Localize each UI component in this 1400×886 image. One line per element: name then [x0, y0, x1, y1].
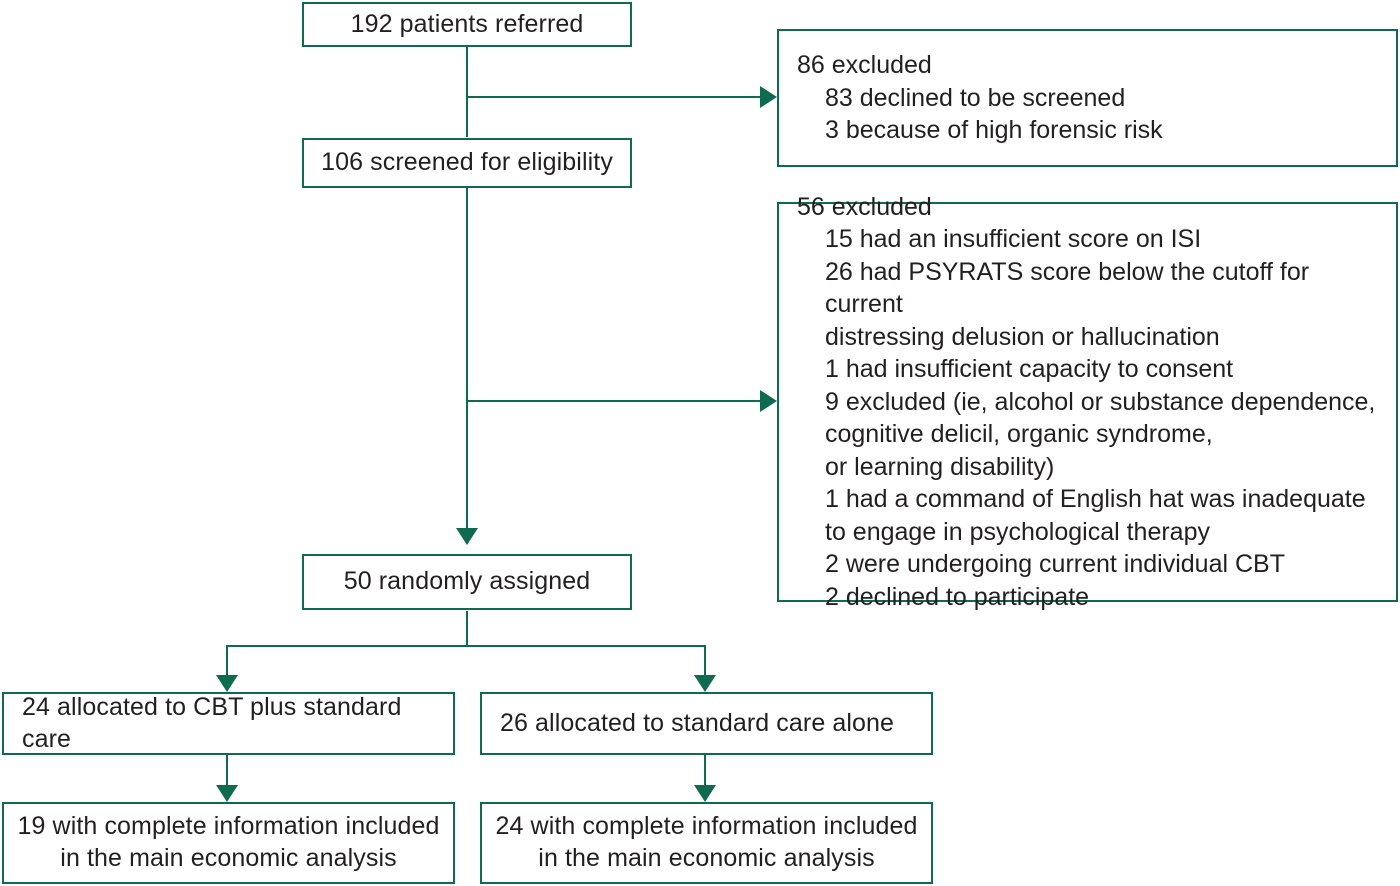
node-analysis-cbt-label: 19 with complete information included in…: [17, 812, 440, 872]
list-item: 83 declined to be screened: [825, 83, 1126, 112]
node-screened-for-eligibility: 106 screened for eligibility: [302, 138, 632, 188]
arrowhead-into-randomised: [456, 528, 478, 545]
list-item: 1 had insufficient capacity to consent: [825, 355, 1234, 384]
list-item: 9 excluded (ie, alcohol or substance dep…: [825, 387, 1376, 481]
list-item: 3 because of high forensic risk: [825, 116, 1163, 145]
connector-to-second-exclusion: [466, 400, 760, 402]
node-second-exclusion: 56 excluded 15 had an insufficient score…: [777, 193, 1398, 611]
connector-screened-to-randomised: [466, 188, 468, 528]
arrowhead-into-analysis-cbt: [216, 785, 238, 802]
node-allocated-cbt-label: 24 allocated to CBT plus standard care: [22, 692, 402, 753]
connector-to-first-exclusion: [466, 96, 760, 98]
arrowhead-into-alloc-cbt: [216, 675, 238, 692]
connector-randomised-split-bar: [226, 645, 706, 647]
node-screened-for-eligibility-label: 106 screened for eligibility: [321, 148, 613, 177]
node-analysis-standard-care-label: 24 with complete information included in…: [495, 812, 918, 872]
node-allocated-standard-care-label: 26 allocated to standard care alone: [500, 708, 895, 737]
list-item: 2 declined to participate: [825, 582, 1090, 611]
node-patients-referred-label: 192 patients referred: [350, 9, 584, 38]
node-patients-referred: 192 patients referred: [302, 2, 632, 47]
node-randomly-assigned-label: 50 randomly assigned: [343, 567, 591, 596]
first-exclusion-body: 86 excluded 83 declined to be screened 3…: [779, 49, 1396, 147]
node-allocated-standard-care: 26 allocated to standard care alone: [480, 692, 933, 755]
connector-alloc-standard-to-analysis: [704, 755, 706, 785]
arrowhead-into-first-exclusion: [760, 86, 777, 108]
list-item: 15 had an insufficient score on ISI: [825, 225, 1202, 254]
node-randomly-assigned: 50 randomly assigned: [302, 554, 632, 610]
connector-referred-to-screened: [466, 45, 468, 137]
node-analysis-standard-care: 24 with complete information included in…: [480, 802, 933, 884]
list-item: 2 were undergoing current individual CBT: [825, 550, 1285, 579]
arrowhead-into-analysis-standard: [694, 785, 716, 802]
connector-alloc-cbt-to-analysis: [226, 755, 228, 785]
second-exclusion-heading: 56 excluded: [797, 192, 932, 221]
node-allocated-cbt: 24 allocated to CBT plus standard care: [2, 692, 455, 755]
arrowhead-into-second-exclusion: [760, 390, 777, 412]
node-analysis-cbt: 19 with complete information included in…: [2, 802, 455, 884]
first-exclusion-heading: 86 excluded: [797, 51, 932, 80]
node-first-exclusion: 86 excluded 83 declined to be screened 3…: [777, 29, 1398, 167]
list-item: 26 had PSYRATS score below the cutoff fo…: [825, 257, 1310, 351]
second-exclusion-reason-list: 15 had an insufficient score on ISI 26 h…: [797, 223, 1390, 613]
connector-randomised-stem: [466, 611, 468, 646]
first-exclusion-reason-list: 83 declined to be screened 3 because of …: [797, 82, 1390, 147]
second-exclusion-body: 56 excluded 15 had an insufficient score…: [779, 191, 1396, 614]
list-item: 1 had a command of English hat was inade…: [825, 485, 1366, 546]
arrowhead-into-alloc-standard: [694, 675, 716, 692]
connector-split-left-drop: [226, 645, 228, 675]
connector-split-right-drop: [704, 645, 706, 675]
